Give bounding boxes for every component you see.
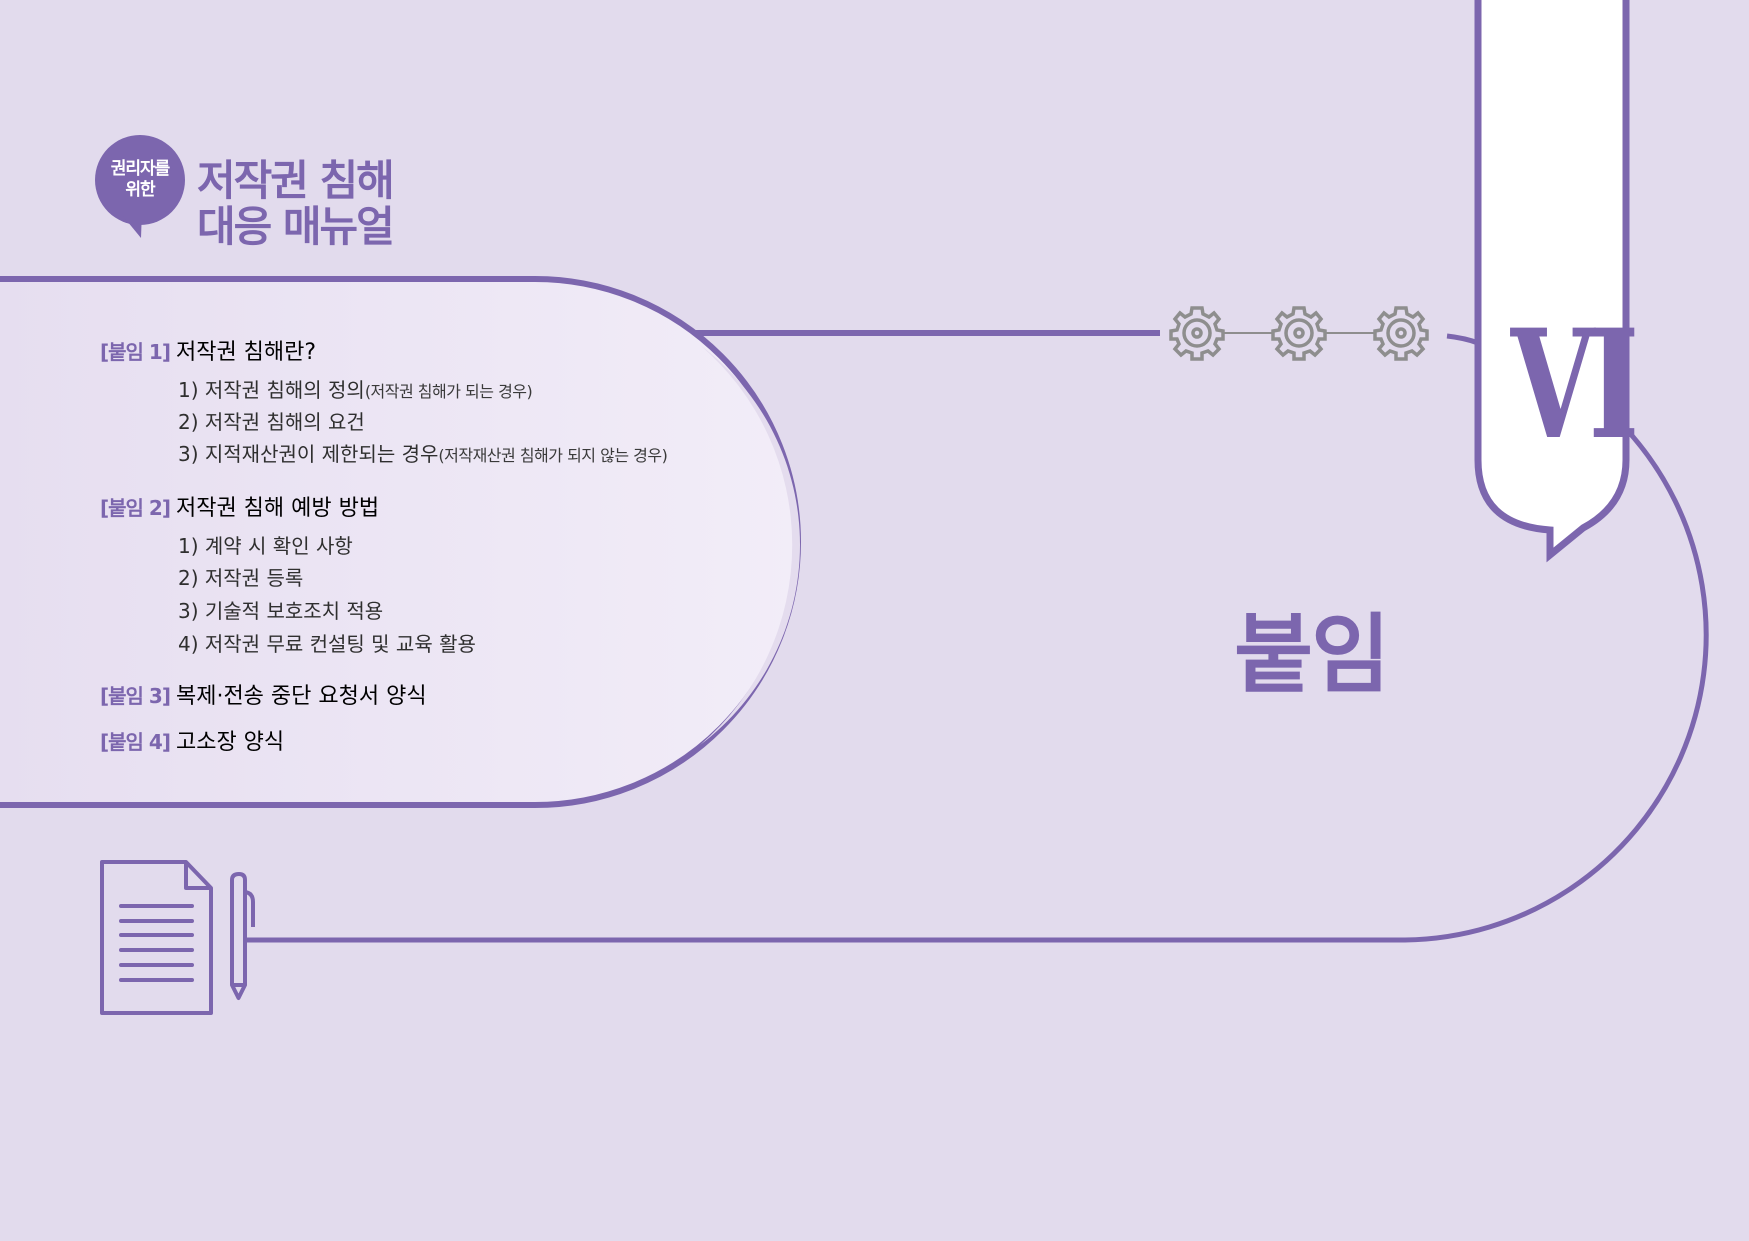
- title-line-1: 저작권 침해: [197, 156, 395, 205]
- toc-tag: [붙임 4]: [100, 730, 171, 754]
- toc-tag: [붙임 1]: [100, 340, 171, 364]
- toc-item[interactable]: 3) 기술적 보호조치 적용: [178, 595, 383, 624]
- toc-item-label: 3) 기술적 보호조치 적용: [178, 599, 384, 623]
- chapter-title: 붙임: [1234, 605, 1390, 705]
- gear-icon: [1373, 306, 1429, 361]
- toc-item-note: (저작재산권 침해가 되지 않는 경우): [438, 446, 668, 465]
- toc-section-4[interactable]: [붙임 4]고소장 양식: [100, 724, 284, 756]
- gear-icon: [1271, 306, 1327, 361]
- chapter-numeral: VI: [1510, 297, 1640, 473]
- toc-item-label: 1) 저작권 침해의 정의: [178, 378, 365, 402]
- toc-item[interactable]: 2) 저작권 등록: [178, 562, 303, 591]
- toc-item[interactable]: 3) 지적재산권이 제한되는 경우(저작재산권 침해가 되지 않는 경우): [178, 438, 668, 467]
- pen-icon: [230, 872, 255, 1000]
- toc-item[interactable]: 1) 계약 시 확인 사항: [178, 530, 353, 559]
- connector-stub: [1446, 333, 1479, 346]
- toc-item[interactable]: 4) 저작권 무료 컨설팅 및 교육 활용: [178, 628, 476, 657]
- toc-item-label: 3) 지적재산권이 제한되는 경우: [178, 442, 439, 466]
- toc-title: 복제·전송 중단 요청서 양식: [175, 684, 427, 709]
- header-badge: 권리자를 위한: [95, 135, 185, 225]
- toc-section-1[interactable]: [붙임 1]저작권 침해란?: [100, 334, 316, 366]
- toc-title: 고소장 양식: [175, 730, 285, 755]
- toc-item-note: (저작권 침해가 되는 경우): [364, 382, 533, 401]
- toc-title: 저작권 침해란?: [175, 340, 317, 365]
- toc-item[interactable]: 2) 저작권 침해의 요건: [178, 406, 365, 435]
- toc-item-label: 2) 저작권 침해의 요건: [178, 410, 365, 434]
- toc-title: 저작권 침해 예방 방법: [175, 496, 380, 521]
- speech-bubble-icon: [95, 135, 185, 238]
- toc-section-3[interactable]: [붙임 3]복제·전송 중단 요청서 양식: [100, 678, 427, 710]
- toc-tag: [붙임 2]: [100, 496, 171, 520]
- toc-item[interactable]: 1) 저작권 침해의 정의(저작권 침해가 되는 경우): [178, 374, 533, 403]
- badge-line-1: 권리자를: [110, 159, 171, 179]
- toc-tag: [붙임 3]: [100, 684, 171, 708]
- toc-item-label: 2) 저작권 등록: [178, 566, 304, 590]
- toc-section-2[interactable]: [붙임 2]저작권 침해 예방 방법: [100, 490, 379, 522]
- toc-item-label: 4) 저작권 무료 컨설팅 및 교육 활용: [178, 632, 476, 656]
- badge-line-2: 위한: [125, 180, 155, 200]
- gear-icon: [1169, 306, 1225, 361]
- loop-line: [245, 428, 1709, 943]
- manual-title: 저작권 침해 대응 매뉴얼: [197, 156, 395, 251]
- chapter-banner: [1474, 0, 1630, 563]
- toc-item-label: 1) 계약 시 확인 사항: [178, 534, 353, 558]
- document-icon: [100, 860, 213, 1015]
- title-line-2: 대응 매뉴얼: [197, 202, 395, 251]
